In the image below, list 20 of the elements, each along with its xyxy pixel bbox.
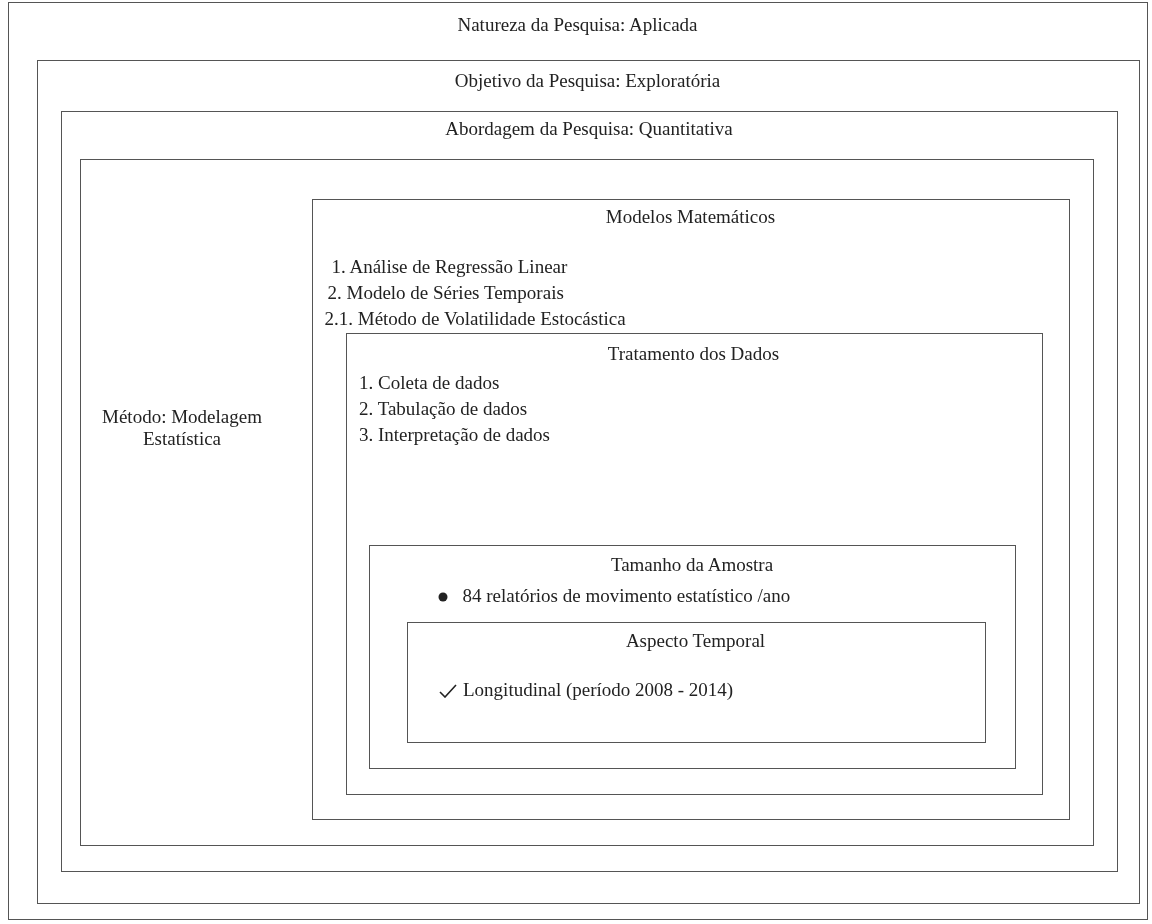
box-label: Método: Modelagem Estatística [101, 406, 263, 450]
box-heading: Natureza da Pesquisa: Aplicada [456, 13, 699, 36]
box-heading: Tamanho da Amostra [609, 553, 775, 576]
nested-box [345, 332, 1043, 795]
box-heading: Aspecto Temporal [624, 630, 767, 652]
list-item: Longitudinal (período 2008 - 2014) [463, 679, 734, 701]
list-item: 1. Análise de Regressão Linear [331, 255, 568, 278]
list-item: 84 relatórios de movimento estatístico /ano [462, 584, 791, 607]
box-heading: Objetivo da Pesquisa: Exploratória [453, 70, 722, 92]
nested-box [312, 199, 1070, 820]
box-heading: Tratamento dos Dados [606, 343, 781, 365]
list-item: 3. Interpretação de dados [359, 424, 550, 446]
list-item: 2.1. Método de Volatilidade Estocástica [324, 307, 626, 330]
nested-box [406, 621, 986, 743]
box-heading: Abordagem da Pesquisa: Quantitativa [444, 117, 734, 140]
list-item: 1. Coleta de dados [359, 372, 500, 394]
nested-box [369, 545, 1016, 769]
box-heading: Modelos Matemáticos [604, 205, 777, 228]
list-item: 2. Modelo de Séries Temporais [327, 281, 564, 304]
list-item: 2. Tabulação de dados [359, 398, 528, 420]
